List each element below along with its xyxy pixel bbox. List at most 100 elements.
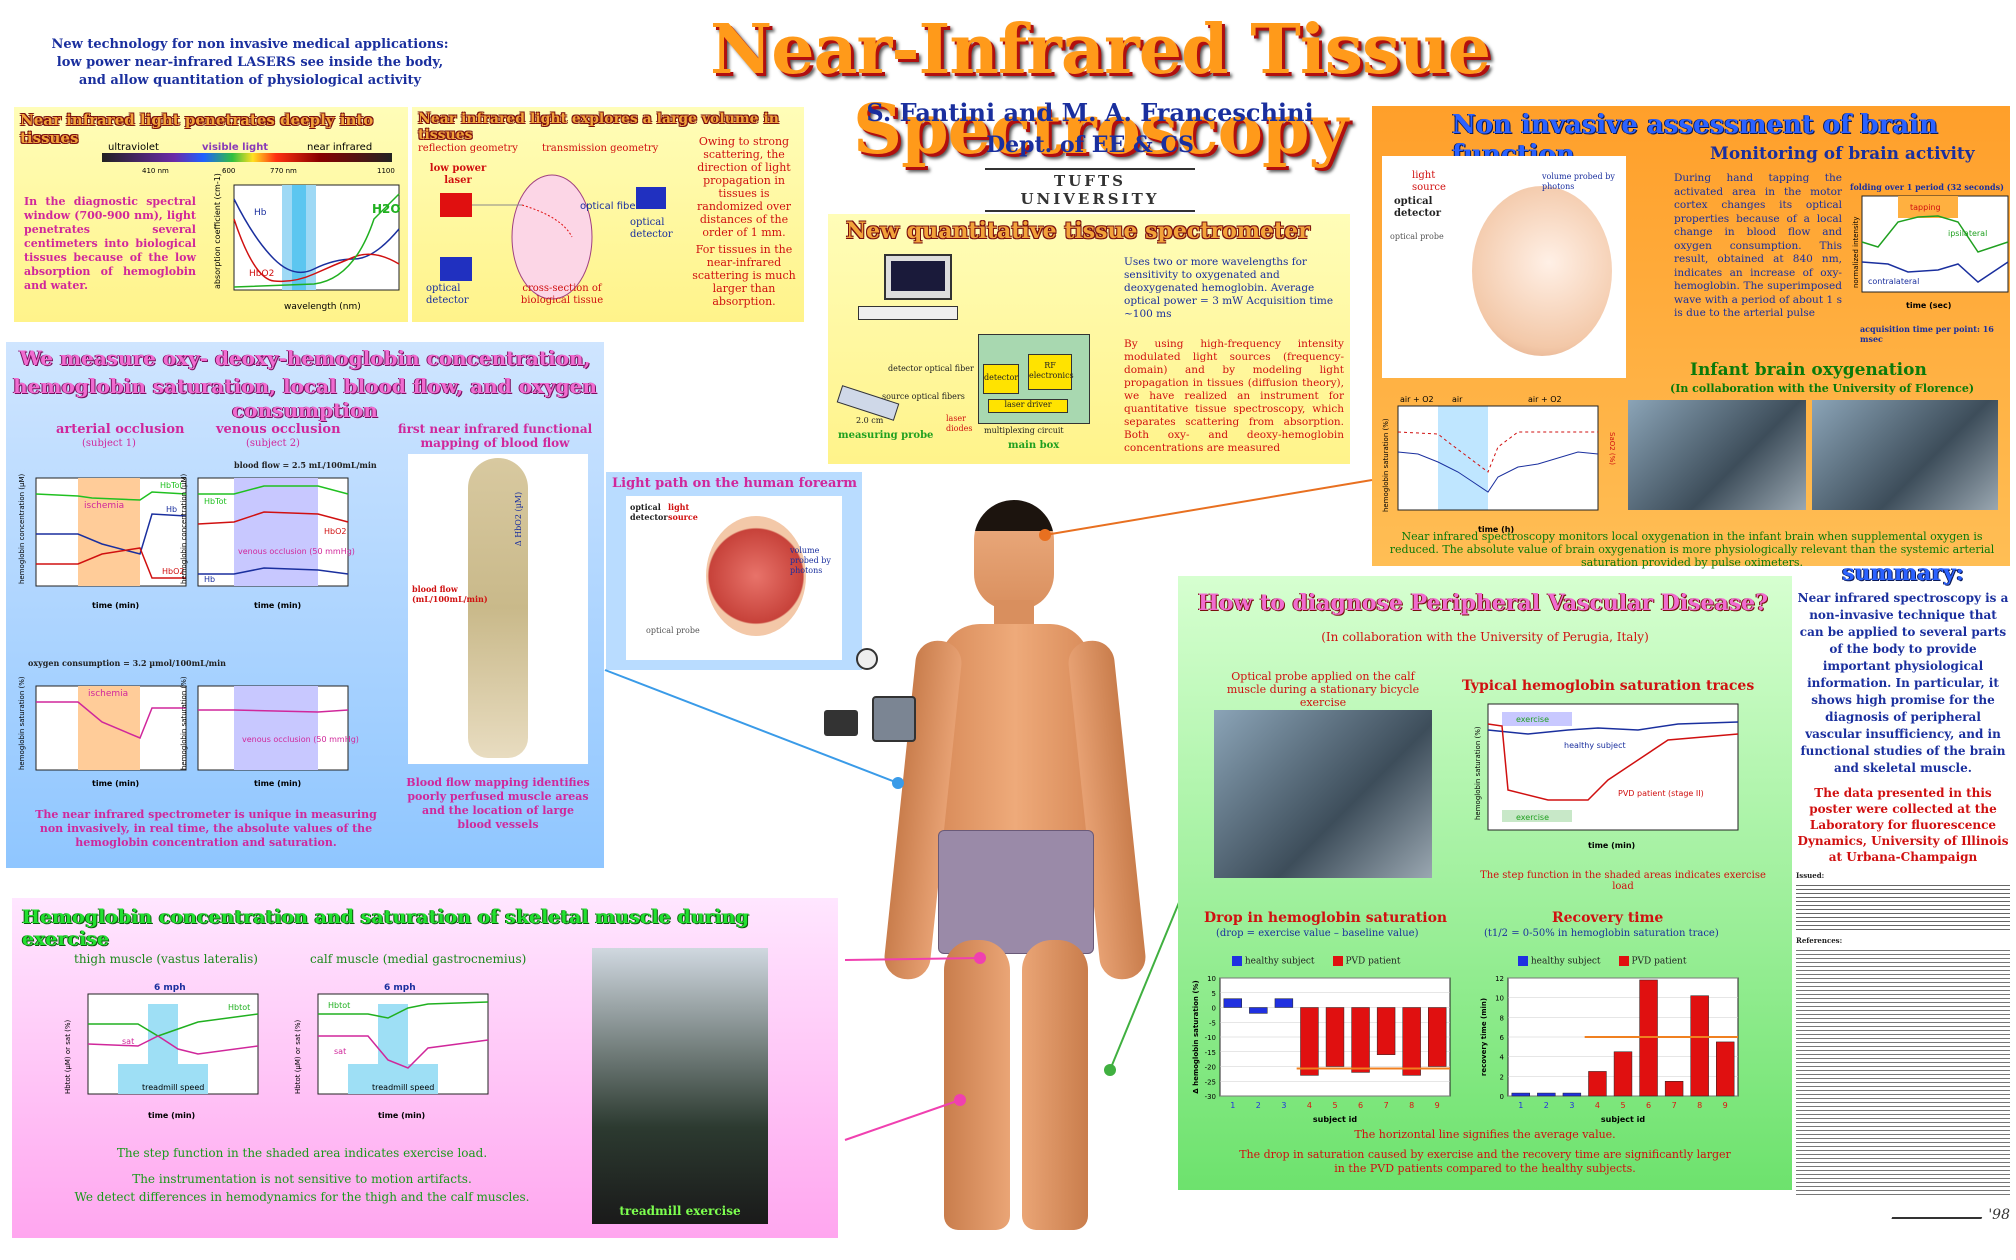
arterial-conc-plot: ischemia HbTot Hb HbO2 time (min) hemogl… bbox=[18, 474, 187, 610]
legend-healthy-1: healthy subject bbox=[1232, 956, 1315, 967]
y-tick-label: -5 bbox=[1209, 1019, 1216, 1027]
hb-label-1: Hb bbox=[166, 505, 177, 514]
poster-title: Near-Infrared Tissue Spectroscopy bbox=[710, 10, 1491, 170]
panel-oxy: We measure oxy- deoxy-hemoglobin concent… bbox=[6, 342, 604, 868]
monitor-screen-icon bbox=[891, 261, 945, 291]
venous-sat-plot: venous occlusion (50 mmHg) time (min) he… bbox=[180, 676, 359, 788]
time-label-4: time (min) bbox=[254, 779, 301, 788]
legend-pvd-text-2: PVD patient bbox=[1631, 956, 1687, 967]
probe-caption: Optical probe applied on the calf muscle… bbox=[1226, 670, 1420, 709]
laser-diodes-label: laser diodes bbox=[946, 414, 973, 433]
bar-pvd-9 bbox=[1716, 1041, 1735, 1097]
traces-title: Typical hemoglobin saturation traces bbox=[1462, 678, 1755, 694]
y-tick-label: 2 bbox=[1500, 1073, 1504, 1081]
cm-label: 2.0 cm bbox=[856, 416, 884, 425]
step-caption: The step function in the shaded areas in… bbox=[1480, 870, 1766, 892]
forearm-image: optical detector light source volume pro… bbox=[626, 496, 842, 660]
tapping-label: tapping bbox=[1910, 203, 1941, 212]
hb-label: Hb bbox=[254, 208, 267, 218]
volume-diagram: optical fiber bbox=[440, 174, 641, 300]
panel-penetration: Near infrared light penetrates deeply in… bbox=[14, 107, 408, 322]
conc-ylabel-1: hemoglobin concentration (µM) bbox=[18, 474, 26, 584]
legend-healthy-text-1: healthy subject bbox=[1244, 956, 1315, 967]
spectrometer-text-1: Uses two or more wavelengths for sensiti… bbox=[1124, 256, 1334, 320]
calf-label: calf muscle (medial gastrocnemius) bbox=[310, 952, 527, 966]
spectrum-bar: ultraviolet visible light near infrared … bbox=[102, 142, 395, 175]
x-tick-label: 2 bbox=[1256, 1101, 1261, 1110]
forearm-volume-label: volume probed by photons bbox=[790, 546, 831, 575]
figure-torso bbox=[940, 624, 1090, 844]
figure-shorts bbox=[938, 830, 1094, 954]
bar-healthy-3 bbox=[1274, 998, 1294, 1008]
o2cons-label: oxygen consumption = 3.2 µmol/100mL/min bbox=[28, 658, 226, 668]
probe-label: measuring probe bbox=[838, 430, 934, 441]
absorption-axis: absorption coefficient (cm-1) bbox=[213, 173, 222, 289]
x-tick-label: 2 bbox=[1544, 1101, 1549, 1110]
signature-scribble bbox=[1891, 1205, 1987, 1219]
tapping-ylabel: normalized intensity bbox=[1852, 217, 1860, 288]
speed-label-2: treadmill speed bbox=[372, 1083, 434, 1092]
x-tick-label: 5 bbox=[1620, 1101, 1625, 1110]
x-tick-label: 9 bbox=[1435, 1101, 1440, 1110]
y-axis-label: recovery time (min) bbox=[1480, 998, 1488, 1076]
ischemia-label-1: ischemia bbox=[84, 501, 124, 511]
reflection-label: reflection geometry bbox=[418, 143, 518, 154]
x-tick-label: 3 bbox=[1281, 1101, 1286, 1110]
air-label: air bbox=[1452, 395, 1463, 404]
bar-pvd-4 bbox=[1300, 1007, 1319, 1076]
venous-occ-label-2: venous occlusion (50 mmHg) bbox=[242, 735, 359, 744]
authors: S. Fantini and M. A. Franceschini bbox=[866, 98, 1314, 127]
infant-plot: air + O2 air air + O2 time (h) hemoglobi… bbox=[1382, 395, 1616, 534]
tick-770: 770 nm bbox=[270, 167, 297, 175]
time-label-3: time (min) bbox=[92, 779, 139, 788]
mph-label-2: 6 mph bbox=[384, 983, 416, 993]
pressure-gauge-icon bbox=[856, 648, 878, 670]
brain-light-label: light source bbox=[1412, 170, 1446, 193]
x-tick-label: 4 bbox=[1595, 1101, 1600, 1110]
det-fibers-label: detector optical fiber bbox=[888, 364, 974, 373]
panel-forearm: Light path on the human forearm optical … bbox=[606, 472, 862, 670]
exercise-line-1: The step function in the shaded area ind… bbox=[116, 1146, 488, 1160]
recovery-title: Recovery time bbox=[1552, 910, 1664, 926]
drop-legend: healthy subject PVD patient bbox=[1232, 956, 1400, 967]
air-o2-label-2: air + O2 bbox=[1528, 395, 1562, 404]
y-tick-label: 10 bbox=[1207, 975, 1216, 983]
human-figure bbox=[824, 500, 1180, 1240]
x-tick-label: 8 bbox=[1409, 1101, 1414, 1110]
traces-plot: exercise exercise healthy subject PVD pa… bbox=[1474, 703, 1739, 850]
x-tick-label: 1 bbox=[1518, 1101, 1523, 1110]
y-tick-label: 0 bbox=[1500, 1093, 1504, 1101]
y-tick-label: 10 bbox=[1495, 995, 1504, 1003]
venous-occ-label-1: venous occlusion (50 mmHg) bbox=[238, 547, 355, 556]
x-axis-label: subject id bbox=[1601, 1115, 1645, 1124]
legend-healthy-2: healthy subject bbox=[1518, 956, 1601, 967]
panel-exercise: Hemoglobin concentration and saturation … bbox=[12, 898, 838, 1238]
panel-brain: Non invasive assessment of brain functio… bbox=[1372, 106, 2010, 569]
legend-swatch-pvd-1 bbox=[1332, 956, 1343, 966]
tick-410: 410 nm bbox=[142, 167, 169, 175]
subject1-label: (subject 1) bbox=[82, 438, 136, 449]
forearm-detector-label: optical detector bbox=[630, 502, 668, 522]
mph-label-1: 6 mph bbox=[154, 983, 186, 993]
sat-label-1: sat bbox=[122, 1037, 134, 1046]
sat-label-2: sat bbox=[334, 1047, 346, 1056]
x-tick-label: 8 bbox=[1697, 1101, 1702, 1110]
time-label-2: time (min) bbox=[254, 601, 301, 610]
keyboard-icon bbox=[858, 306, 958, 320]
bar-healthy-2 bbox=[1537, 1092, 1556, 1097]
recovery-subtitle: (t1/2 = 0-50% in hemoglobin saturation t… bbox=[1484, 928, 1719, 939]
brain-detector-label: optical detector bbox=[1394, 196, 1441, 219]
connector-dot-brain bbox=[1039, 529, 1051, 541]
hbo2-label-2: HbO2 bbox=[324, 527, 346, 536]
bar-pvd-7 bbox=[1376, 1007, 1396, 1055]
legend-swatch-healthy-2 bbox=[1518, 956, 1528, 966]
bar-pvd-8 bbox=[1690, 995, 1709, 1097]
x-tick-label: 5 bbox=[1332, 1101, 1337, 1110]
absorption-plot: Hb HbO2 H2O wavelength (nm) absorption c… bbox=[213, 173, 401, 312]
thigh-plot: 6 mph sat Hbtot treadmill speed time (mi… bbox=[64, 983, 259, 1120]
hbtot-label-1: HbTot bbox=[160, 481, 183, 490]
bar-pvd-9 bbox=[1428, 1007, 1447, 1067]
hbo2-label-1: HbO2 bbox=[162, 567, 184, 576]
leg-anatomy-drawing bbox=[468, 458, 528, 758]
hb-label-2: Hb bbox=[204, 575, 215, 584]
